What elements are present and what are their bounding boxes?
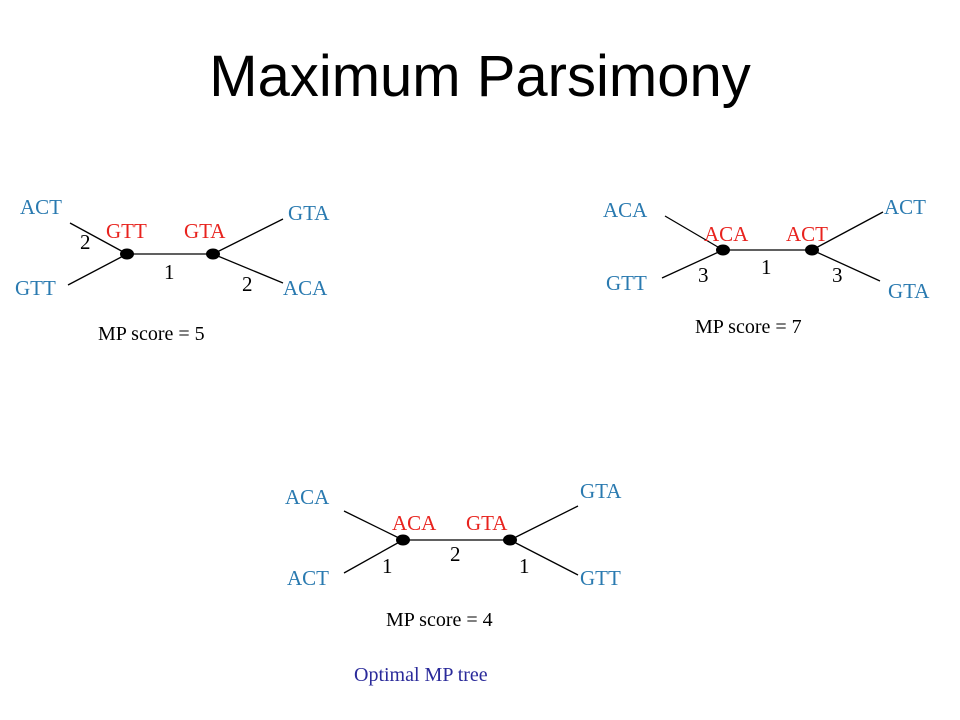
branch-weight: 1 bbox=[164, 260, 175, 284]
leaf-label: ACA bbox=[283, 276, 328, 300]
leaf-label: ACA bbox=[285, 485, 330, 509]
slide-title: Maximum Parsimony bbox=[209, 44, 751, 109]
branch bbox=[661, 249, 724, 279]
internal-node bbox=[503, 534, 517, 546]
internal-label: ACT bbox=[786, 222, 828, 246]
mp-score: MP score = 4 bbox=[386, 609, 493, 631]
internal-label: GTT bbox=[106, 219, 147, 243]
branch bbox=[811, 249, 881, 282]
branch-weight: 2 bbox=[80, 230, 91, 254]
mp-score: MP score = 5 bbox=[98, 323, 205, 345]
leaf-label: ACT bbox=[287, 566, 329, 590]
branch bbox=[343, 510, 404, 541]
branch bbox=[509, 505, 579, 541]
internal-node bbox=[805, 244, 819, 256]
internal-node bbox=[716, 244, 730, 256]
branch bbox=[509, 539, 579, 576]
branch-weight: 3 bbox=[832, 263, 843, 287]
branch bbox=[664, 215, 724, 251]
branch-weight: 1 bbox=[761, 255, 772, 279]
optimal-tree-caption: Optimal MP tree bbox=[354, 664, 488, 686]
leaf-label: GTA bbox=[580, 479, 622, 503]
leaf-label: GTA bbox=[888, 279, 930, 303]
branch-weight: 3 bbox=[698, 263, 709, 287]
internal-label: ACA bbox=[392, 511, 437, 535]
branch bbox=[212, 253, 284, 284]
internal-label: GTA bbox=[184, 219, 226, 243]
leaf-label: GTT bbox=[580, 566, 621, 590]
tree-2: ACA GTT ACT GTA ACA ACT 3 1 3 MP score =… bbox=[603, 195, 930, 338]
internal-node bbox=[206, 248, 220, 260]
tree-1: ACT GTT GTA ACA GTT GTA 2 1 2 MP score =… bbox=[15, 195, 330, 345]
leaf-label: GTT bbox=[606, 271, 647, 295]
internal-label: ACA bbox=[704, 222, 749, 246]
branch bbox=[67, 253, 128, 286]
branch-weight: 2 bbox=[242, 272, 253, 296]
branch bbox=[343, 539, 404, 574]
internal-node bbox=[396, 534, 410, 546]
branch-weight: 1 bbox=[519, 554, 530, 578]
branch bbox=[811, 211, 884, 251]
mp-score: MP score = 7 bbox=[695, 316, 802, 338]
leaf-label: ACT bbox=[20, 195, 62, 219]
branch bbox=[69, 222, 128, 255]
internal-label: GTA bbox=[466, 511, 508, 535]
leaf-label: GTA bbox=[288, 201, 330, 225]
leaf-label: ACA bbox=[603, 198, 648, 222]
internal-node bbox=[120, 248, 134, 260]
tree-3: ACA ACT GTA GTT ACA GTA 1 2 1 MP score =… bbox=[285, 479, 622, 686]
branch-weight: 2 bbox=[450, 542, 461, 566]
branch-weight: 1 bbox=[382, 554, 393, 578]
leaf-label: GTT bbox=[15, 276, 56, 300]
branch bbox=[212, 218, 284, 255]
leaf-label: ACT bbox=[884, 195, 926, 219]
